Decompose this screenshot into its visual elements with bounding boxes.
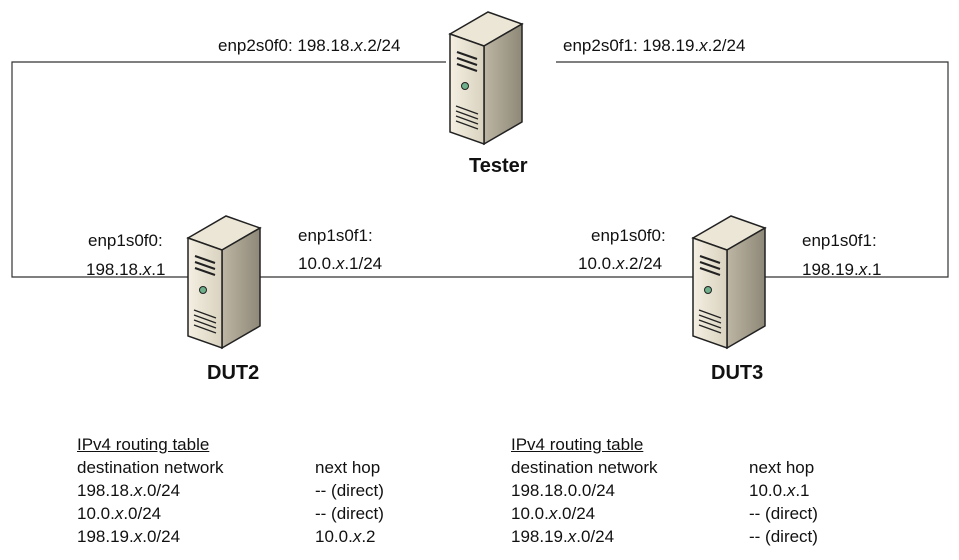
next-hop-cell: -- (direct) bbox=[749, 504, 818, 523]
dut2-port-left-ip: 198.18.x.1 bbox=[86, 260, 166, 279]
header-destination: destination network bbox=[511, 458, 658, 477]
dut3-routing-table: IPv4 routing table destination network n… bbox=[511, 433, 818, 548]
table-row: 198.18.x.0/24 -- (direct) bbox=[77, 479, 384, 502]
routing-table-title: IPv4 routing table bbox=[77, 435, 210, 454]
table-row: 10.0.x.0/24 -- (direct) bbox=[77, 502, 384, 525]
routing-table-header: destination network next hop bbox=[511, 456, 818, 479]
tester-server-icon bbox=[449, 11, 523, 145]
dut2-port-right-name: enp1s0f1: bbox=[298, 226, 373, 245]
link-tester-dut2 bbox=[11, 61, 446, 278]
next-hop-cell: 10.0.x.2 bbox=[315, 527, 376, 546]
dut3-port-left-name: enp1s0f0: bbox=[591, 226, 666, 245]
dut3-port-left-ip: 10.0.x.2/24 bbox=[578, 254, 663, 273]
next-hop-cell: -- (direct) bbox=[315, 504, 384, 523]
next-hop-cell: 10.0.x.1 bbox=[749, 481, 810, 500]
tester-label: Tester bbox=[469, 155, 528, 177]
destination-cell: 10.0.x.0/24 bbox=[77, 504, 162, 523]
destination-cell: 198.19.x.0/24 bbox=[511, 527, 615, 546]
next-hop-cell: -- (direct) bbox=[315, 481, 384, 500]
destination-cell: 10.0.x.0/24 bbox=[511, 504, 596, 523]
link-tester-dut3 bbox=[556, 61, 949, 278]
dut2-server-icon bbox=[187, 215, 261, 349]
tester-port-right-label: enp2s0f1: 198.19.x.2/24 bbox=[563, 36, 746, 55]
destination-cell: 198.18.x.0/24 bbox=[77, 481, 181, 500]
dut3-server-icon bbox=[692, 215, 766, 349]
destination-cell: 198.18.0.0/24 bbox=[511, 481, 615, 500]
dut3-port-right-name: enp1s0f1: bbox=[802, 231, 877, 250]
dut3-port-right-ip: 198.19.x.1 bbox=[802, 260, 882, 279]
dut2-port-left-name: enp1s0f0: bbox=[88, 231, 163, 250]
table-row: 198.19.x.0/24 -- (direct) bbox=[511, 525, 818, 548]
header-next-hop: next hop bbox=[749, 458, 815, 477]
routing-table-header: destination network next hop bbox=[77, 456, 384, 479]
dut2-port-right-ip: 10.0.x.1/24 bbox=[298, 254, 383, 273]
tester-port-left-label: enp2s0f0: 198.18.x.2/24 bbox=[218, 36, 401, 55]
next-hop-cell: -- (direct) bbox=[749, 527, 818, 546]
routing-table-title: IPv4 routing table bbox=[511, 435, 644, 454]
table-row: 10.0.x.0/24 -- (direct) bbox=[511, 502, 818, 525]
dut2-label: DUT2 bbox=[207, 362, 260, 384]
dut3-label: DUT3 bbox=[711, 362, 764, 384]
header-next-hop: next hop bbox=[315, 458, 381, 477]
destination-cell: 198.19.x.0/24 bbox=[77, 527, 181, 546]
header-destination: destination network bbox=[77, 458, 224, 477]
table-row: 198.19.x.0/24 10.0.x.2 bbox=[77, 525, 384, 548]
dut2-routing-table: IPv4 routing table destination network n… bbox=[77, 433, 384, 548]
table-row: 198.18.0.0/24 10.0.x.1 bbox=[511, 479, 818, 502]
